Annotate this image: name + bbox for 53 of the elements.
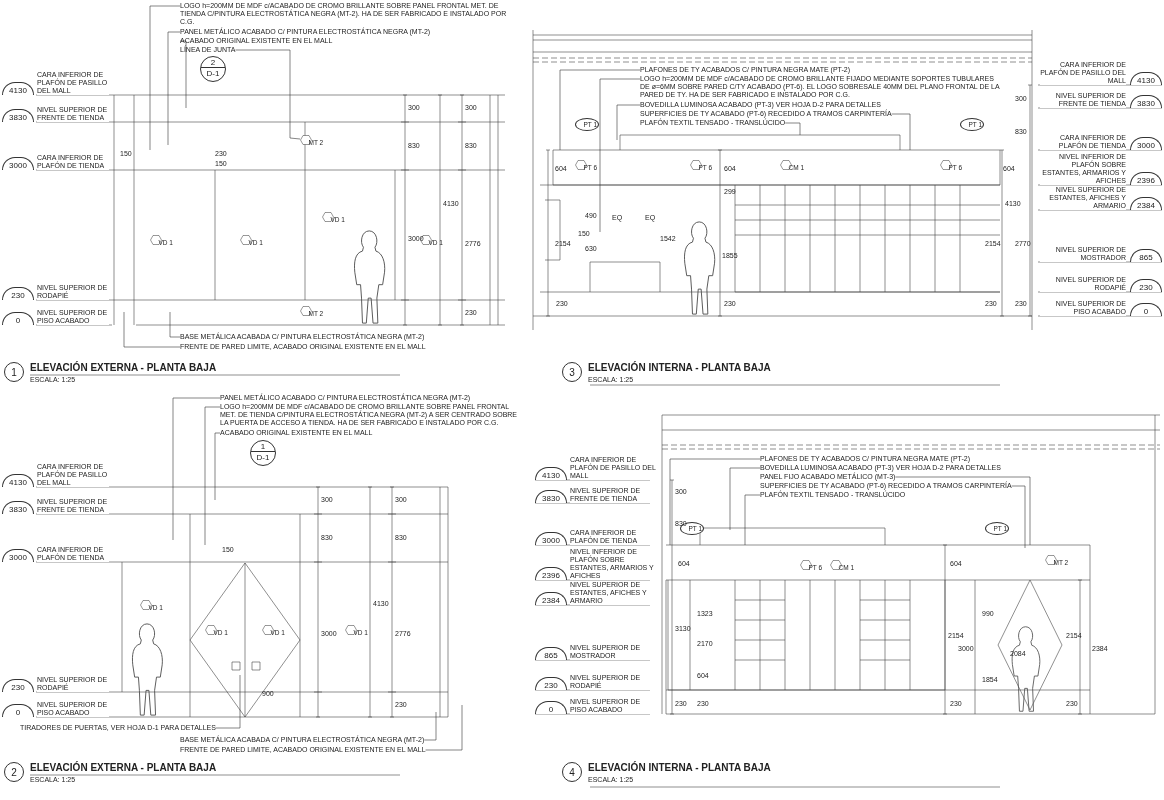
level-marker: 2384 <box>535 592 567 605</box>
leader-line <box>784 122 801 136</box>
leader-line <box>599 78 641 233</box>
leader-line <box>729 467 761 531</box>
leader-line <box>425 704 463 751</box>
leader-line <box>891 113 911 151</box>
level-marker: 230 <box>2 287 34 300</box>
level-marker: 3000 <box>2 157 34 170</box>
level-marker: 3830 <box>2 501 34 514</box>
level-marker: 0 <box>2 312 34 325</box>
leader-line <box>149 5 181 151</box>
leader-line <box>895 476 1031 546</box>
level-marker: 865 <box>535 647 567 660</box>
level-marker: 865 <box>1130 249 1162 262</box>
drawing-title: ELEVACIÓN EXTERNA - PLANTA BAJA <box>30 762 217 773</box>
leader-line <box>204 406 221 546</box>
level-marker: 2384 <box>1130 197 1162 210</box>
level-marker: 3830 <box>1130 95 1162 108</box>
level-marker: 4130 <box>2 82 34 95</box>
level-marker: 0 <box>1130 303 1162 316</box>
level-marker: 2396 <box>535 567 567 580</box>
level-marker: 4130 <box>1130 72 1162 85</box>
level-marker: 230 <box>2 679 34 692</box>
leader-line <box>123 311 181 348</box>
leader-line <box>1011 485 1026 549</box>
leader-line <box>669 458 761 546</box>
section-bubble: 1 D-1 <box>250 440 276 466</box>
leader-line <box>214 432 221 501</box>
drawing-title: ELEVACIÓN EXTERNA - PLANTA BAJA <box>30 362 217 373</box>
level-marker: 230 <box>535 677 567 690</box>
leader-line <box>215 674 241 729</box>
level-marker: 3000 <box>535 532 567 545</box>
leader-line <box>169 311 181 338</box>
level-marker: 0 <box>2 704 34 717</box>
section-bubble: 2 D-1 <box>200 56 226 82</box>
level-marker: 3830 <box>535 490 567 503</box>
drawing-title: ELEVACIÓN INTERNA - PLANTA BAJA <box>588 362 771 373</box>
level-marker: 4130 <box>2 474 34 487</box>
level-marker: 0 <box>535 701 567 714</box>
leader-line <box>616 104 641 141</box>
leader-line <box>167 31 181 146</box>
level-marker: 230 <box>1130 279 1162 292</box>
leader-line <box>744 494 761 546</box>
level-marker: 3000 <box>2 549 34 562</box>
drawing-title: ELEVACIÓN INTERNA - PLANTA BAJA <box>588 762 771 773</box>
leader-line <box>235 49 301 140</box>
level-marker: 3000 <box>1130 137 1162 150</box>
level-marker: 2396 <box>1130 172 1162 185</box>
leader-line <box>559 69 641 151</box>
level-marker: 3830 <box>2 109 34 122</box>
leader-line <box>423 711 437 741</box>
leader-line <box>172 397 221 541</box>
level-marker: 4130 <box>535 467 567 480</box>
